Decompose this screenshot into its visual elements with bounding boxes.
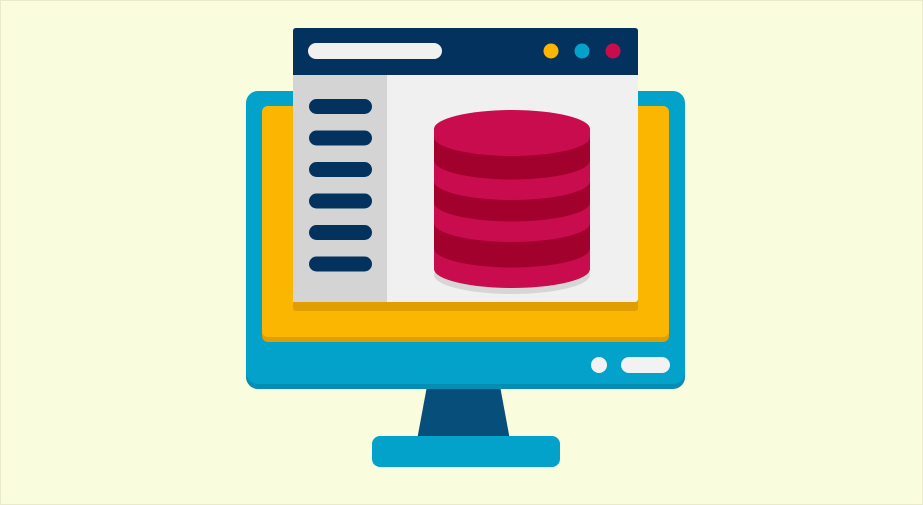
database-layer-edge <box>434 171 590 200</box>
sidebar-menu-item <box>309 162 372 177</box>
monitor-stand <box>372 386 560 467</box>
address-bar <box>308 43 442 59</box>
database-top <box>434 110 590 148</box>
indicator-bar <box>621 357 670 373</box>
sidebar-menu-item <box>309 256 372 272</box>
sidebar-menu-item <box>309 99 372 114</box>
sidebar-menu <box>309 99 372 272</box>
database-layer-edge <box>434 213 590 242</box>
database-icon <box>434 110 590 294</box>
stand-base <box>372 436 560 467</box>
database-layer-band <box>434 179 590 222</box>
window-controls <box>543 43 621 59</box>
power-indicator <box>591 357 607 373</box>
window-control-dot-yellow <box>543 43 559 59</box>
window-control-dot-red <box>605 43 621 59</box>
sidebar-menu-item <box>309 130 372 146</box>
stand-neck <box>417 386 510 440</box>
sidebar-menu-item <box>309 225 372 240</box>
window-titlebar <box>293 28 638 75</box>
database-layer-band <box>434 137 590 180</box>
window-control-dot-blue <box>574 43 590 59</box>
database-layer-band <box>434 221 590 268</box>
sidebar-menu-item <box>309 193 372 209</box>
